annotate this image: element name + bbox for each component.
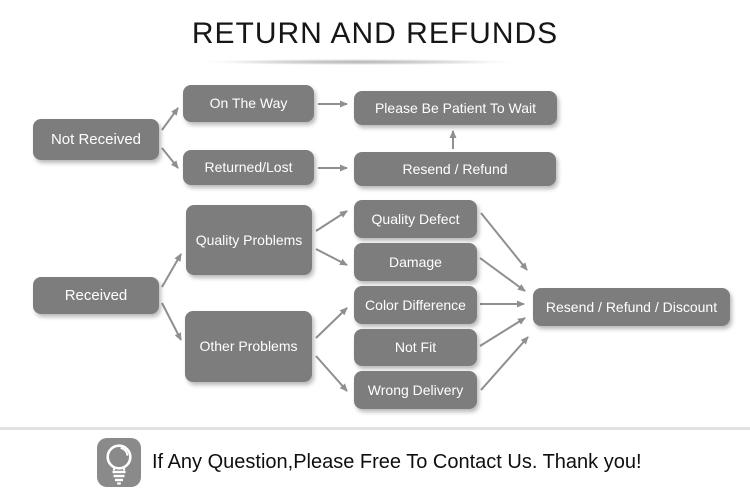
node-other-problems: Other Problems (185, 311, 312, 382)
title-underline-shadow (160, 58, 558, 66)
arrow-other-problems-to-wrong-delivery (315, 355, 348, 392)
node-on-the-way: On The Way (183, 85, 314, 122)
arrow-received-to-quality-problems (161, 253, 182, 288)
arrow-not-fit-to-discount (479, 317, 526, 347)
arrow-other-problems-to-color-difference (315, 307, 348, 339)
node-resend-refund: Resend / Refund (354, 152, 556, 186)
arrow-damage-to-discount (479, 257, 526, 292)
node-returned-lost: Returned/Lost (183, 150, 314, 185)
footer-message: If Any Question,Please Free To Contact U… (152, 451, 642, 473)
arrow-received-to-other-problems (161, 302, 182, 341)
node-color-difference: Color Difference (354, 286, 477, 324)
arrow-quality-defect-to-discount (480, 212, 528, 271)
footer-divider (0, 427, 750, 430)
lightbulb-icon (97, 438, 141, 487)
page-title: RETURN AND REFUNDS (191, 17, 559, 50)
arrow-not-received-to-returned-lost (161, 147, 179, 169)
node-not-fit: Not Fit (354, 329, 477, 366)
node-quality-problems: Quality Problems (186, 205, 312, 275)
node-not-received: Not Received (33, 119, 159, 160)
node-resend-refund-discount: Resend / Refund / Discount (533, 288, 730, 326)
node-please-be-patient: Please Be Patient To Wait (354, 91, 557, 125)
node-wrong-delivery: Wrong Delivery (354, 371, 477, 409)
node-damage: Damage (354, 243, 477, 281)
arrow-wrong-delivery-to-discount (480, 336, 529, 391)
arrow-quality-problems-to-damage (315, 248, 348, 266)
arrow-not-received-to-on-the-way (161, 107, 179, 131)
node-received: Received (33, 277, 159, 314)
node-quality-defect: Quality Defect (354, 200, 477, 238)
arrow-quality-problems-to-quality-defect (315, 210, 348, 232)
